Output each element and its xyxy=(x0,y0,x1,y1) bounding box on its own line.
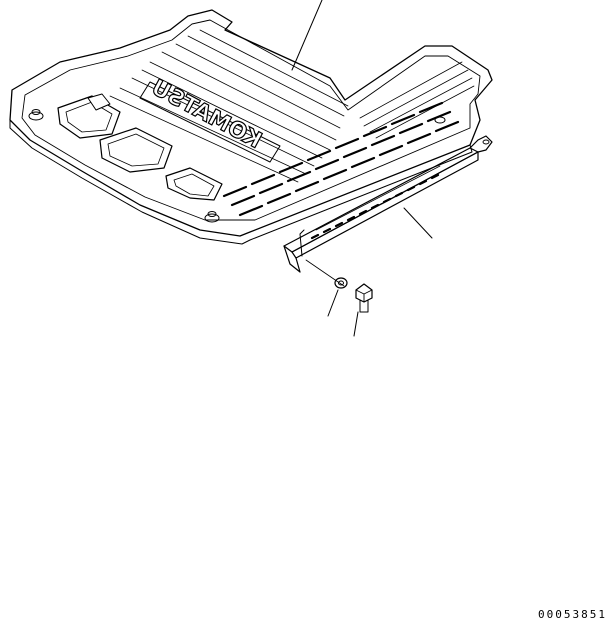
washer xyxy=(327,277,348,317)
bolt xyxy=(353,283,373,337)
mat-retainer-bar xyxy=(283,135,493,287)
drawing-reference-code: 00053851 xyxy=(538,608,607,621)
floor-mat xyxy=(9,0,493,245)
